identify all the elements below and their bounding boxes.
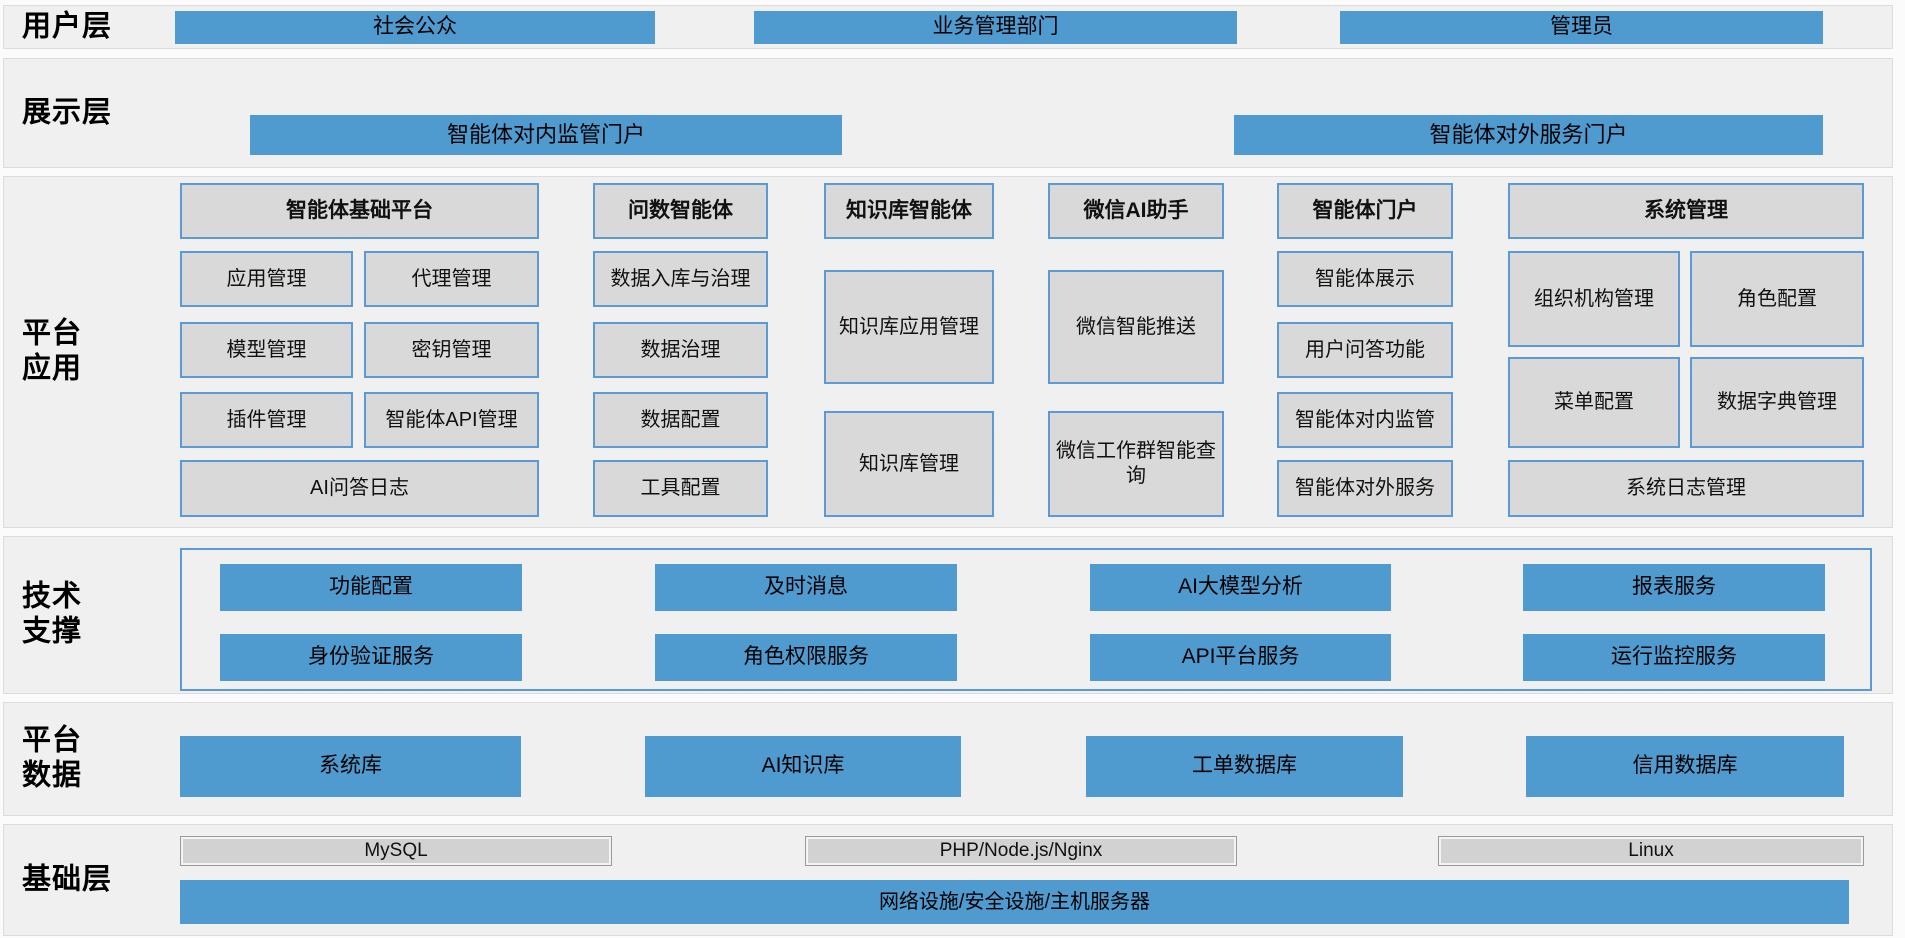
node-ticket-db: 工单数据库 [1086, 736, 1403, 797]
node-org-management: 组织机构管理 [1508, 251, 1680, 347]
group-header-data-query-agent: 问数智能体 [593, 183, 768, 239]
display-layer-label: 展示层 [22, 96, 113, 129]
node-credit-db: 信用数据库 [1526, 736, 1844, 797]
node-agent-internal-supervision: 智能体对内监管 [1277, 392, 1453, 448]
node-data-dictionary: 数据字典管理 [1690, 357, 1864, 448]
node-wechat-smart-push: 微信智能推送 [1048, 270, 1224, 384]
node-ai-llm-analysis: AI大模型分析 [1090, 564, 1391, 611]
platform-app-layer-label: 平台 应用 [22, 317, 83, 385]
node-internal-portal: 智能体对内监管门户 [250, 115, 842, 155]
band-user-layer: 用户层 社会公众 业务管理部门 管理员 [3, 5, 1893, 49]
node-kb-management: 知识库管理 [824, 411, 994, 517]
group-header-wechat-ai-assistant: 微信AI助手 [1048, 183, 1224, 239]
node-monitoring-service: 运行监控服务 [1523, 634, 1825, 681]
band-platform-data-layer: 平台 数据 系统库 AI知识库 工单数据库 信用数据库 [3, 702, 1893, 816]
node-ai-knowledge-db: AI知识库 [645, 736, 961, 797]
band-display-layer: 展示层 智能体对内监管门户 智能体对外服务门户 [3, 58, 1893, 168]
group-header-system-management: 系统管理 [1508, 183, 1864, 239]
node-system-log: 系统日志管理 [1508, 460, 1864, 517]
user-layer-label: 用户层 [22, 10, 113, 43]
infrastructure-layer-label: 基础层 [22, 863, 113, 896]
node-tool-config: 工具配置 [593, 460, 768, 517]
node-business-dept: 业务管理部门 [754, 11, 1237, 44]
band-platform-app-layer: 平台 应用 智能体基础平台 应用管理 代理管理 模型管理 密钥管理 插件管理 智… [3, 176, 1893, 528]
node-user-qa: 用户问答功能 [1277, 322, 1453, 378]
node-agent-management: 代理管理 [364, 251, 539, 307]
tech-support-layer-label: 技术 支撑 [22, 580, 83, 648]
node-data-config: 数据配置 [593, 392, 768, 448]
node-external-portal: 智能体对外服务门户 [1234, 115, 1823, 155]
node-admin: 管理员 [1340, 11, 1823, 44]
node-key-management: 密钥管理 [364, 322, 539, 378]
node-mysql: MySQL [180, 836, 612, 866]
node-role-permission-service: 角色权限服务 [655, 634, 957, 681]
node-instant-message: 及时消息 [655, 564, 957, 611]
node-public-users: 社会公众 [175, 11, 655, 44]
node-plugin-management: 插件管理 [180, 392, 353, 448]
band-tech-support-layer: 技术 支撑 功能配置 及时消息 AI大模型分析 报表服务 身份验证服务 角色权限… [3, 536, 1893, 694]
node-app-management: 应用管理 [180, 251, 353, 307]
node-agent-display: 智能体展示 [1277, 251, 1453, 307]
group-header-knowledge-agent: 知识库智能体 [824, 183, 994, 239]
node-system-db: 系统库 [180, 736, 521, 797]
tech-support-container [180, 548, 1872, 691]
node-api-platform-service: API平台服务 [1090, 634, 1391, 681]
node-menu-config: 菜单配置 [1508, 357, 1680, 448]
node-network-security-host: 网络设施/安全设施/主机服务器 [180, 880, 1849, 924]
node-kb-app-management: 知识库应用管理 [824, 270, 994, 384]
node-model-management: 模型管理 [180, 322, 353, 378]
node-linux: Linux [1438, 836, 1864, 866]
band-infrastructure-layer: 基础层 MySQL PHP/Node.js/Nginx Linux 网络设施/安… [3, 824, 1893, 936]
node-ai-qa-log: AI问答日志 [180, 460, 539, 517]
node-function-config: 功能配置 [220, 564, 522, 611]
node-data-ingestion-governance: 数据入库与治理 [593, 251, 768, 307]
platform-data-layer-label: 平台 数据 [22, 724, 83, 792]
node-php-nodejs-nginx: PHP/Node.js/Nginx [805, 836, 1237, 866]
group-header-agent-base-platform: 智能体基础平台 [180, 183, 539, 239]
node-agent-external-service: 智能体对外服务 [1277, 460, 1453, 517]
node-identity-verification: 身份验证服务 [220, 634, 522, 681]
node-data-governance: 数据治理 [593, 322, 768, 378]
node-report-service: 报表服务 [1523, 564, 1825, 611]
node-agent-api-management: 智能体API管理 [364, 392, 539, 448]
node-role-config: 角色配置 [1690, 251, 1864, 347]
group-header-agent-portal: 智能体门户 [1277, 183, 1453, 239]
node-wechat-group-query: 微信工作群智能查询 [1048, 411, 1224, 517]
